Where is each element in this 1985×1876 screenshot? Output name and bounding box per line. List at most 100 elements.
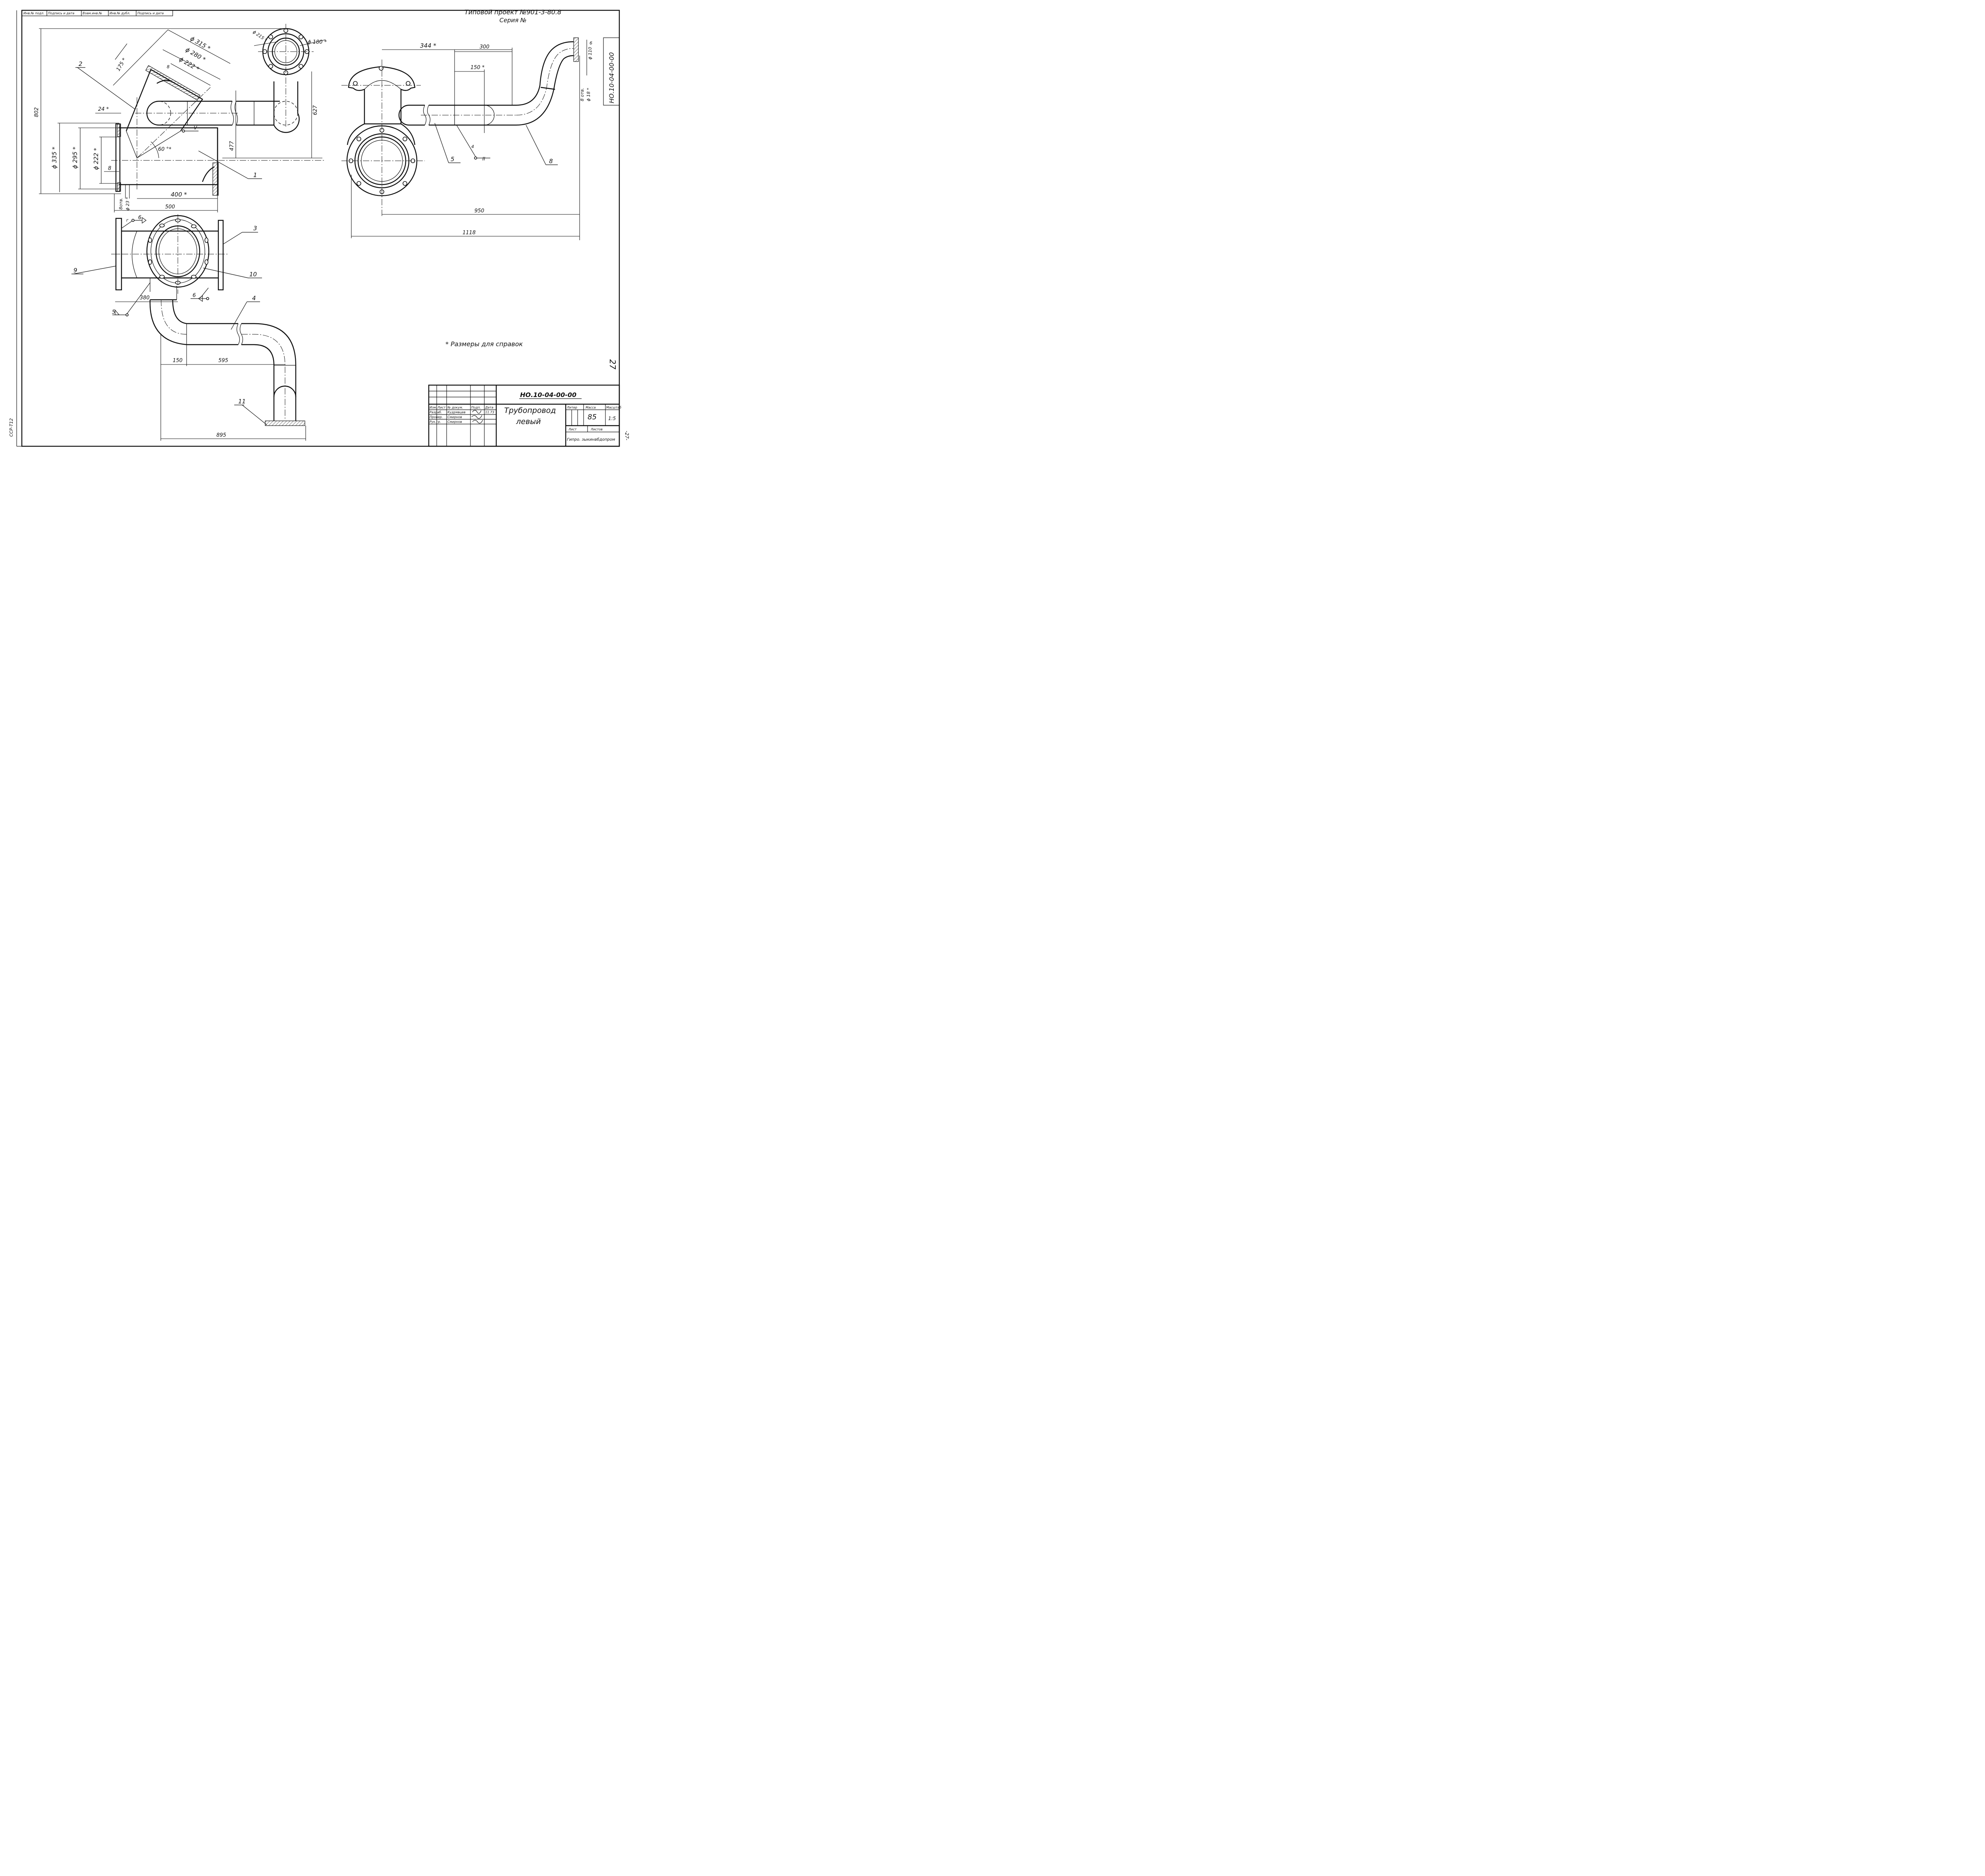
side-end-flange bbox=[573, 37, 579, 62]
callout-10: 10 bbox=[249, 271, 257, 278]
side-pipe-stub bbox=[409, 104, 425, 126]
inclined-flange bbox=[145, 65, 200, 100]
weld-mark-ii: II bbox=[482, 156, 486, 162]
left-margin-code: ССР-Т12 bbox=[9, 418, 14, 437]
dim-150-right: 150 * bbox=[470, 65, 485, 71]
tb-col-doc: № докум. bbox=[447, 406, 463, 409]
dim-950: 950 bbox=[474, 208, 484, 214]
bottom-right-number: -27- bbox=[624, 431, 630, 440]
dim-215: ϕ 215 * bbox=[252, 29, 268, 43]
tb-date-1: 11.73 bbox=[485, 411, 494, 414]
dim-150-bottom: 150 bbox=[173, 358, 183, 364]
top-right-flange bbox=[218, 220, 224, 291]
archive-col-2: Подпись и дата bbox=[48, 12, 74, 15]
archive-stamp: Инв.№ подл. Подпись и дата Взам.инв.№ Ин… bbox=[21, 10, 173, 16]
dim-400: 400 * bbox=[171, 191, 187, 198]
dim-1118: 1118 bbox=[463, 230, 476, 236]
s-bend-inner bbox=[516, 55, 574, 126]
project-series: Серия № bbox=[499, 17, 526, 24]
side-view: 344 * 300 150 * 6 ϕ 110 8 отв. ϕ 18 * 95… bbox=[341, 37, 593, 240]
tb-name-2: Смирнов bbox=[447, 415, 462, 419]
tb-col-list: Лист bbox=[437, 406, 446, 409]
dim-335: ϕ 335 * bbox=[51, 147, 58, 169]
dim-627: 627 bbox=[312, 105, 318, 115]
frame bbox=[16, 10, 620, 447]
archive-col-1: Инв.№ подл. bbox=[23, 12, 44, 15]
title-block-frame bbox=[428, 384, 620, 447]
callout-9: 9 bbox=[73, 267, 77, 274]
dim-110: ϕ 110 bbox=[588, 47, 593, 60]
top-view-elbow bbox=[241, 323, 297, 387]
front-view: 802 ϕ 335 * ϕ 295 * ϕ 222 * 8 24 * 400 *… bbox=[34, 24, 327, 212]
signatures bbox=[471, 410, 483, 424]
side-code-box bbox=[603, 37, 620, 106]
project-title: Типовой проект №901-3-80.8 bbox=[464, 8, 561, 16]
tb-litera: Литер bbox=[567, 406, 577, 409]
archive-col-4: Инв.№ дубл. bbox=[110, 12, 130, 15]
weld-g: г bbox=[126, 218, 129, 223]
callout-11: 11 bbox=[238, 398, 246, 405]
dim-222-left: ϕ 222 * bbox=[93, 148, 100, 170]
dim-802: 802 bbox=[34, 107, 40, 117]
dim-344: 344 * bbox=[420, 42, 436, 49]
top-view-bend bbox=[149, 299, 187, 345]
callout-3: 3 bbox=[253, 225, 257, 232]
weld-mark-v: V bbox=[194, 125, 197, 131]
dim-60-deg: 60 °* bbox=[158, 147, 172, 152]
tb-scale-label: Масштаб bbox=[606, 406, 621, 409]
side-pipe bbox=[429, 104, 516, 126]
callout-2: 2 bbox=[79, 60, 83, 67]
callout-8: 8 bbox=[549, 158, 553, 165]
archive-stamp-box bbox=[21, 10, 173, 16]
side-code: НО.10-04-00-00 bbox=[608, 52, 615, 103]
dim-6: 6 bbox=[590, 40, 592, 46]
right-flange-section bbox=[212, 162, 219, 196]
dim-477: 477 bbox=[229, 141, 235, 151]
tb-role-3: Рук.гр. bbox=[430, 420, 441, 424]
top-flange bbox=[258, 24, 314, 79]
dim-380: 380 bbox=[140, 295, 150, 301]
callout-1: 1 bbox=[253, 172, 257, 179]
weld-5-right: 4 bbox=[471, 144, 474, 149]
top-view: 380 150 595 895 г 6 6 5 9 3 10 bbox=[71, 214, 306, 441]
dim-595: 595 bbox=[218, 358, 228, 364]
callout-6: 5 bbox=[451, 156, 455, 163]
dim-8-top: 8 bbox=[167, 64, 170, 69]
tb-role-2: Провер. bbox=[430, 415, 443, 419]
holes-left-count: 8отв. bbox=[118, 198, 123, 210]
callout-4: 4 bbox=[252, 295, 256, 302]
archive-col-3: Взам.инв.№ bbox=[83, 12, 102, 15]
frame-border bbox=[21, 10, 620, 447]
tb-scale-value: 1:5 bbox=[608, 416, 616, 421]
s-bend-outer bbox=[516, 41, 574, 106]
top-view-branch-flange bbox=[146, 214, 210, 294]
bottom-flange bbox=[265, 420, 305, 426]
top-view-pipe bbox=[187, 323, 238, 345]
weld-6-top: 6 bbox=[138, 215, 141, 221]
weld-5-left: 5 bbox=[112, 309, 115, 315]
riser-pipe bbox=[273, 81, 300, 133]
dim-175: 175 * bbox=[115, 57, 127, 72]
tb-sheet-label: Лист bbox=[568, 428, 577, 431]
dim-180: ϕ 180 * bbox=[308, 39, 327, 45]
tb-name-line2: левый bbox=[516, 417, 541, 426]
weld-6-bottom: 6 bbox=[193, 293, 196, 299]
tb-col-izm: Изм. bbox=[430, 406, 437, 409]
reference-note: * Размеры для справок bbox=[445, 340, 523, 348]
tb-name-line1: Трубопровод bbox=[504, 406, 556, 415]
title-block: Изм. Лист № докум. Подп. Дата Разраб. Ку… bbox=[428, 384, 621, 447]
side-flange-top bbox=[348, 66, 416, 125]
dim-24: 24 * bbox=[98, 106, 109, 112]
tb-col-date: Дата bbox=[485, 406, 493, 409]
tb-name-1: Кудрявцев bbox=[447, 411, 466, 414]
tb-mass-label: Масса bbox=[586, 406, 596, 409]
tb-sheets-label: Листов bbox=[590, 428, 603, 431]
archive-col-5: Подпись и дата bbox=[137, 12, 164, 15]
tb-mass-value: 85 bbox=[588, 413, 597, 421]
top-body bbox=[121, 230, 218, 279]
drawing-sheet: Инв.№ подл. Подпись и дата Взам.инв.№ Ин… bbox=[9, 8, 630, 447]
tee-body-outline bbox=[119, 127, 218, 185]
dim-500: 500 bbox=[165, 204, 175, 210]
tb-role-1: Разраб. bbox=[430, 411, 442, 414]
holes-left-dia: ϕ 23 * bbox=[125, 197, 130, 210]
